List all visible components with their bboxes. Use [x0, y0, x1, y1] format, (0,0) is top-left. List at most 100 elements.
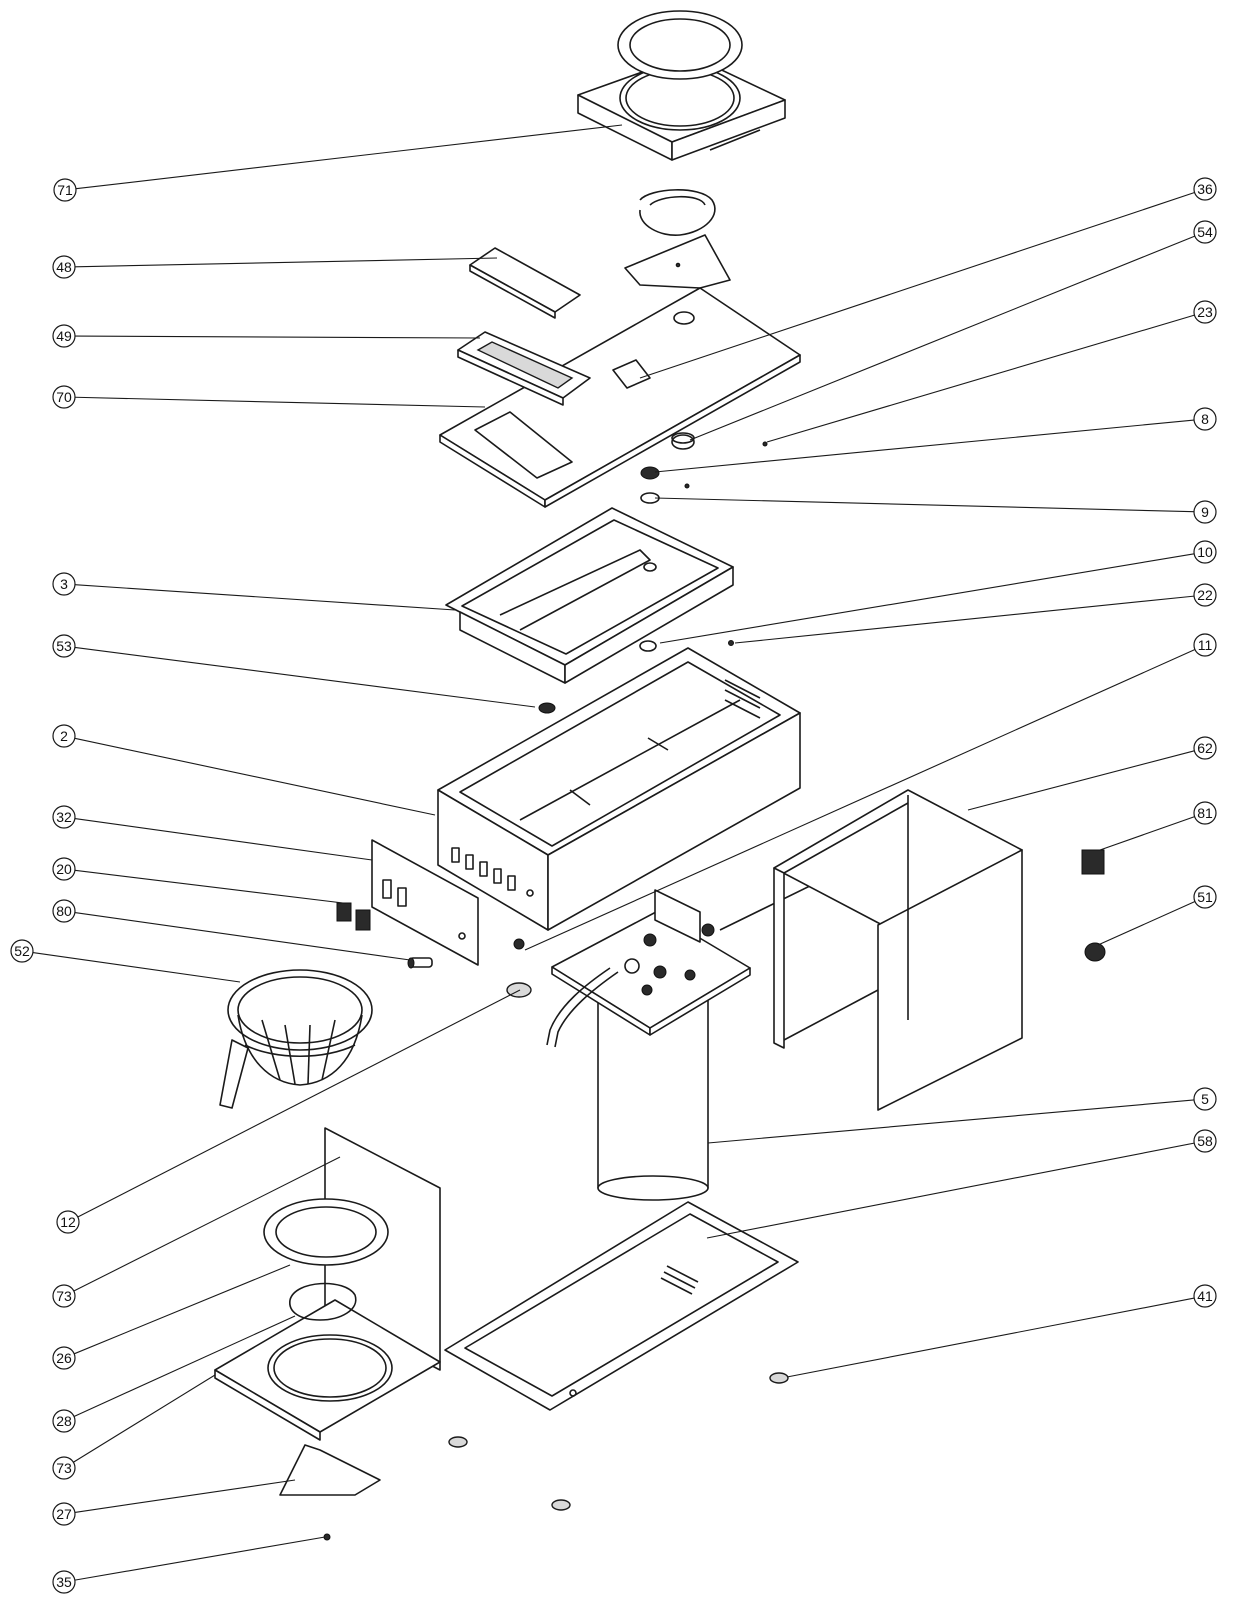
callout-70: 70 — [52, 385, 76, 409]
part-41-feet — [448, 1372, 789, 1511]
part-12-valve — [506, 938, 532, 998]
part-70-top-lid — [439, 287, 801, 508]
callout-number: 22 — [1197, 587, 1213, 603]
part-73-stand — [214, 1127, 441, 1541]
callout-9: 9 — [1193, 500, 1217, 524]
callout-circle — [52, 1456, 76, 1480]
callout-48: 48 — [52, 255, 76, 279]
callout-number: 8 — [1201, 411, 1209, 427]
callout-5: 5 — [1193, 1087, 1217, 1111]
callout-number: 49 — [56, 328, 72, 344]
callout-2: 2 — [52, 724, 76, 748]
callout-number: 3 — [60, 576, 68, 592]
callout-73: 73 — [52, 1284, 76, 1308]
small-fittings-top — [640, 432, 768, 504]
leader-line-36 — [639, 191, 1195, 379]
leader-line-51 — [1097, 901, 1196, 946]
callout-circle — [56, 1210, 80, 1234]
leader-line-41 — [786, 1297, 1195, 1378]
callout-circle — [1193, 500, 1217, 524]
callout-number: 70 — [56, 389, 72, 405]
part-51-plug — [1084, 942, 1106, 962]
callout-number: 62 — [1197, 740, 1213, 756]
callout-20: 20 — [52, 857, 76, 881]
callout-circle — [52, 724, 76, 748]
part-81-switch — [1081, 849, 1105, 875]
callout-circle — [52, 1284, 76, 1308]
part-warmer-element — [624, 189, 731, 289]
callout-number: 73 — [56, 1288, 72, 1304]
callout-circle — [1193, 633, 1217, 657]
leader-line-80 — [74, 911, 411, 961]
callout-number: 12 — [60, 1214, 76, 1230]
callout-49: 49 — [52, 324, 76, 348]
callout-number: 2 — [60, 728, 68, 744]
callout-8: 8 — [1193, 407, 1217, 431]
callout-27: 27 — [52, 1502, 76, 1526]
callout-number: 9 — [1201, 504, 1209, 520]
part-71-warmer-top — [577, 10, 786, 161]
part-3-tank-tray — [445, 507, 734, 684]
callout-number: 11 — [1198, 637, 1213, 653]
leader-line-54 — [689, 235, 1196, 441]
callout-circle — [52, 899, 76, 923]
callout-circle — [52, 1502, 76, 1526]
leader-line-11 — [524, 648, 1196, 951]
callout-circle — [10, 939, 34, 963]
callout-51: 51 — [1193, 885, 1217, 909]
leader-line-81 — [1099, 816, 1195, 851]
callout-11: 11 — [1193, 633, 1217, 657]
callout-number: 41 — [1197, 1288, 1213, 1304]
callout-circle — [52, 385, 76, 409]
callout-81: 81 — [1193, 801, 1217, 825]
leader-line-35 — [74, 1536, 326, 1581]
callout-circle — [1193, 177, 1217, 201]
callout-number: 73 — [56, 1460, 72, 1476]
callout-number: 27 — [56, 1506, 72, 1522]
callout-circle — [52, 1409, 76, 1433]
callout-circle — [1193, 407, 1217, 431]
part-2-chassis — [437, 647, 801, 931]
leader-line-49 — [74, 335, 481, 339]
callout-number: 58 — [1197, 1133, 1213, 1149]
leader-line-71 — [75, 124, 623, 190]
callout-number: 10 — [1197, 544, 1213, 560]
leader-line-23 — [766, 314, 1195, 443]
callout-circle — [52, 255, 76, 279]
callout-circle — [1193, 220, 1217, 244]
part-80-lamp — [407, 957, 433, 969]
callout-62: 62 — [1193, 736, 1217, 760]
callout-number: 35 — [56, 1574, 72, 1590]
leader-line-32 — [74, 817, 373, 861]
part-48-cover — [469, 247, 581, 319]
callout-71: 71 — [53, 178, 77, 202]
callout-number: 26 — [56, 1350, 72, 1366]
callout-circle — [1193, 801, 1217, 825]
leader-line-22 — [734, 595, 1195, 644]
callout-73: 73 — [52, 1456, 76, 1480]
callout-circle — [52, 857, 76, 881]
callout-circle — [1193, 583, 1217, 607]
callout-circle — [53, 178, 77, 202]
callout-number: 51 — [1197, 889, 1213, 905]
leader-line-27 — [74, 1479, 296, 1513]
callout-number: 23 — [1197, 304, 1213, 320]
part-32-switch-plate — [371, 839, 479, 966]
callout-number: 71 — [57, 182, 73, 198]
part-58-base — [444, 1201, 799, 1411]
leader-line-20 — [74, 869, 344, 904]
callout-53: 53 — [52, 634, 76, 658]
leader-line-8 — [654, 419, 1195, 473]
leader-line-52 — [32, 952, 241, 983]
part-20-switches — [336, 902, 371, 931]
callout-circle — [1193, 300, 1217, 324]
callout-circle — [52, 805, 76, 829]
part-62-wrapper — [773, 789, 1023, 1111]
callout-28: 28 — [52, 1409, 76, 1433]
callout-23: 23 — [1193, 300, 1217, 324]
callout-80: 80 — [52, 899, 76, 923]
leader-line-9 — [654, 497, 1195, 513]
leader-line-12 — [77, 989, 521, 1218]
callout-22: 22 — [1193, 583, 1217, 607]
